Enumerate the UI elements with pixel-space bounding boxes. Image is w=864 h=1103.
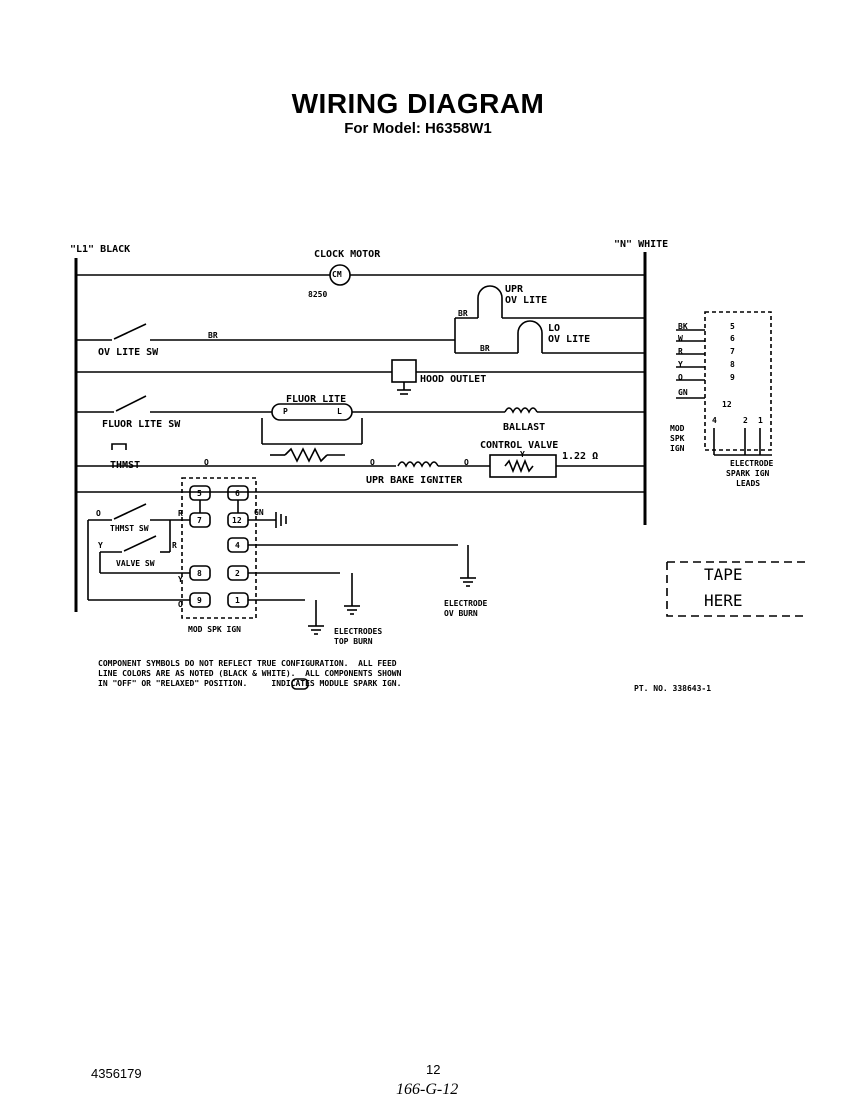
terminal-12-num: 12 [232, 516, 242, 525]
control-valve-resistor [504, 458, 534, 474]
module-color-o: O [678, 373, 683, 382]
fluor-pin-p: P [283, 407, 288, 416]
wire-o-1: O [204, 458, 209, 467]
module-bottom-pin-4: 4 [712, 416, 717, 425]
gn-label: GN [254, 508, 264, 517]
spark-leads-label-1: ELECTRODE [730, 459, 774, 468]
clock-motor-label: CLOCK MOTOR [314, 249, 381, 260]
module-pin-7: 7 [730, 347, 735, 356]
terminal-4-num: 4 [235, 541, 240, 550]
starter-resistor [284, 447, 328, 463]
electrode-ov-label-2: OV BURN [444, 609, 478, 618]
diagram-title: WIRING DIAGRAM [291, 88, 545, 119]
terminal-7-num: 7 [197, 516, 202, 525]
hood-outlet-label: HOOD OUTLET [420, 374, 487, 385]
thmst-symbol [111, 443, 127, 450]
module-pin-12: 12 [722, 400, 732, 409]
module-label-3: IGN [670, 444, 685, 453]
handwritten-note: 166-G-12 [396, 1081, 459, 1098]
lead-y: Y [178, 575, 183, 584]
terminal-1-num: 1 [235, 596, 240, 605]
control-valve-ohms: 1.22 Ω [562, 451, 599, 462]
module-pin-6: 6 [730, 334, 735, 343]
tape-label: TAPE [704, 565, 743, 584]
ballast-label: BALLAST [503, 422, 546, 433]
valve-sw-y: Y [98, 541, 103, 550]
upr-ov-lite-label-2: OV LITE [505, 295, 548, 306]
valve-sw-label: VALVE SW [116, 559, 155, 568]
thmst-sw-o: O [96, 509, 101, 518]
thmst-sw-blade [113, 503, 147, 520]
module-color-y: Y [678, 360, 683, 369]
module-label-2: SPK [670, 434, 685, 443]
module-color-gn: GN [678, 388, 688, 397]
clock-motor-symbol-text: CM [332, 270, 342, 279]
note-line-2: LINE COLORS ARE AS NOTED (BLACK & WHITE)… [98, 669, 402, 678]
thmst-sw-label: THMST SW [110, 524, 149, 533]
module-color-r: R [678, 347, 683, 356]
control-valve-y: Y [520, 450, 525, 459]
spark-module-outline [704, 311, 772, 451]
module-color-bk: BK [678, 322, 688, 331]
module-color-w: W [678, 334, 683, 343]
page-number: 12 [426, 1062, 441, 1077]
n-rail-label: "N" WHITE [614, 239, 669, 250]
part-number: PT. NO. 338643-1 [634, 684, 712, 693]
ov-lite-switch-blade [113, 323, 147, 340]
valve-sw-r: R [172, 541, 177, 550]
upr-ov-lite-bulb [477, 285, 503, 318]
fluor-lite-switch-blade [115, 395, 147, 412]
module-pin-9: 9 [730, 373, 735, 382]
spark-leads-label-3: LEADS [736, 479, 761, 488]
electrode-ov-label-1: ELECTRODE [444, 599, 488, 608]
igniter-coil [397, 461, 439, 468]
fluor-pin-l: L [337, 407, 342, 416]
fluor-lite-sw-label: FLUOR LITE SW [102, 419, 181, 430]
model-subtitle: For Model: H6358W1 [344, 120, 492, 137]
here-label: HERE [704, 591, 743, 610]
ov-lite-sw-label: OV LITE SW [98, 347, 159, 358]
br-label-switch: BR [208, 331, 218, 340]
clock-motor-code: 8250 [308, 290, 328, 299]
fluor-lite-label: FLUOR LITE [286, 394, 347, 405]
wire-o-3: O [464, 458, 469, 467]
lo-ov-lite-bulb [517, 320, 543, 353]
module-bottom-pin-1: 1 [758, 416, 763, 425]
module-bottom-pin-2: 2 [743, 416, 748, 425]
terminal-2-num: 2 [235, 569, 240, 578]
terminal-5-num: 5 [197, 489, 202, 498]
module-pin-5: 5 [730, 322, 735, 331]
lo-ov-lite-label-2: OV LITE [548, 334, 591, 345]
upr-ov-lite-label-1: UPR [505, 284, 524, 295]
tape-box [666, 561, 805, 617]
upr-bake-igniter-label: UPR BAKE IGNITER [366, 475, 463, 486]
module-pin-8: 8 [730, 360, 735, 369]
terminal-6-num: 6 [235, 489, 240, 498]
hood-outlet-symbol [391, 359, 417, 383]
electrodes-top-label-2: TOP BURN [334, 637, 373, 646]
valve-sw-blade [123, 535, 157, 552]
terminal-8-num: 8 [197, 569, 202, 578]
br-label-upr: BR [458, 309, 468, 318]
module-label-1: MOD [670, 424, 685, 433]
wire-o-2: O [370, 458, 375, 467]
thmst-sw-r: R [178, 509, 183, 518]
note-line-3: IN "OFF" OR "RELAXED" POSITION. INDICATE… [98, 679, 402, 688]
terminal-9-num: 9 [197, 596, 202, 605]
lo-ov-lite-label-1: LO [548, 323, 561, 334]
document-number: 4356179 [91, 1066, 142, 1081]
mod-spk-ign-label: MOD SPK IGN [188, 625, 241, 634]
lead-o: O [178, 600, 183, 609]
ballast-coil [504, 407, 538, 414]
l1-rail-label: "L1" BLACK [70, 244, 131, 255]
note-line-1: COMPONENT SYMBOLS DO NOT REFLECT TRUE CO… [98, 659, 397, 668]
electrodes-top-label-1: ELECTRODES [334, 627, 383, 636]
br-label-lo: BR [480, 344, 490, 353]
control-valve-label: CONTROL VALVE [480, 440, 559, 451]
module-outline [181, 477, 257, 619]
spark-leads-label-2: SPARK IGN [726, 469, 770, 478]
thmst-label: THMST [110, 460, 141, 471]
